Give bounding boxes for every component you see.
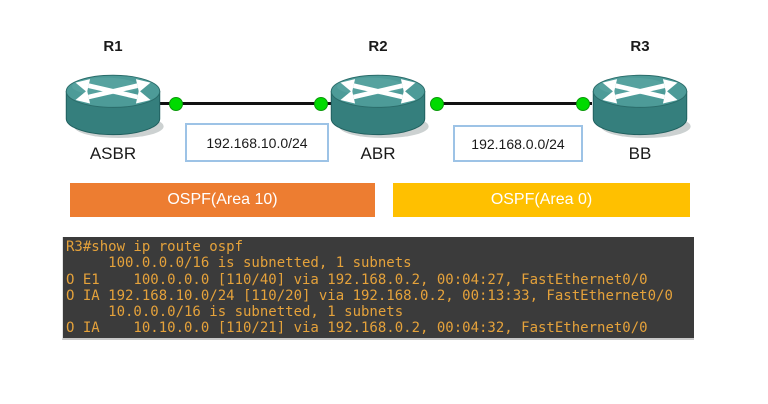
link-endpoint-icon bbox=[430, 97, 444, 111]
ospf-area10-bar: OSPF(Area 10) bbox=[70, 183, 375, 217]
link-r1-r2 bbox=[160, 102, 335, 105]
router-icon bbox=[327, 66, 429, 140]
router-name: R2 bbox=[368, 38, 388, 55]
link-r2-r3 bbox=[432, 102, 592, 105]
ospf-area0-label: OSPF(Area 0) bbox=[490, 191, 593, 208]
ospf-area0-bar: OSPF(Area 0) bbox=[393, 183, 690, 217]
cli-terminal-output: R3#show ip route ospf 100.0.0.0/16 is su… bbox=[62, 237, 694, 340]
link-endpoint-icon bbox=[169, 97, 183, 111]
router-r2: R2 ABR bbox=[323, 36, 433, 164]
router-name: R1 bbox=[103, 38, 123, 55]
router-r3: R3 BB bbox=[585, 36, 695, 164]
show-ip-route-ospf-output: R3#show ip route ospf 100.0.0.0/16 is su… bbox=[66, 239, 673, 337]
network-label-area0: 192.168.0.0/24 bbox=[453, 125, 583, 162]
router-r1: R1 ASBR bbox=[58, 36, 168, 164]
network-label-area10: 192.168.10.0/24 bbox=[185, 123, 329, 162]
router-icon bbox=[62, 66, 164, 140]
router-role: BB bbox=[628, 144, 652, 163]
link-endpoint-icon bbox=[314, 97, 328, 111]
router-role: ASBR bbox=[89, 144, 137, 163]
router-icon bbox=[589, 66, 691, 140]
link-endpoint-icon bbox=[576, 97, 590, 111]
ospf-area10-label: OSPF(Area 10) bbox=[167, 191, 278, 208]
router-role: ABR bbox=[360, 144, 396, 163]
router-name: R3 bbox=[630, 38, 650, 55]
